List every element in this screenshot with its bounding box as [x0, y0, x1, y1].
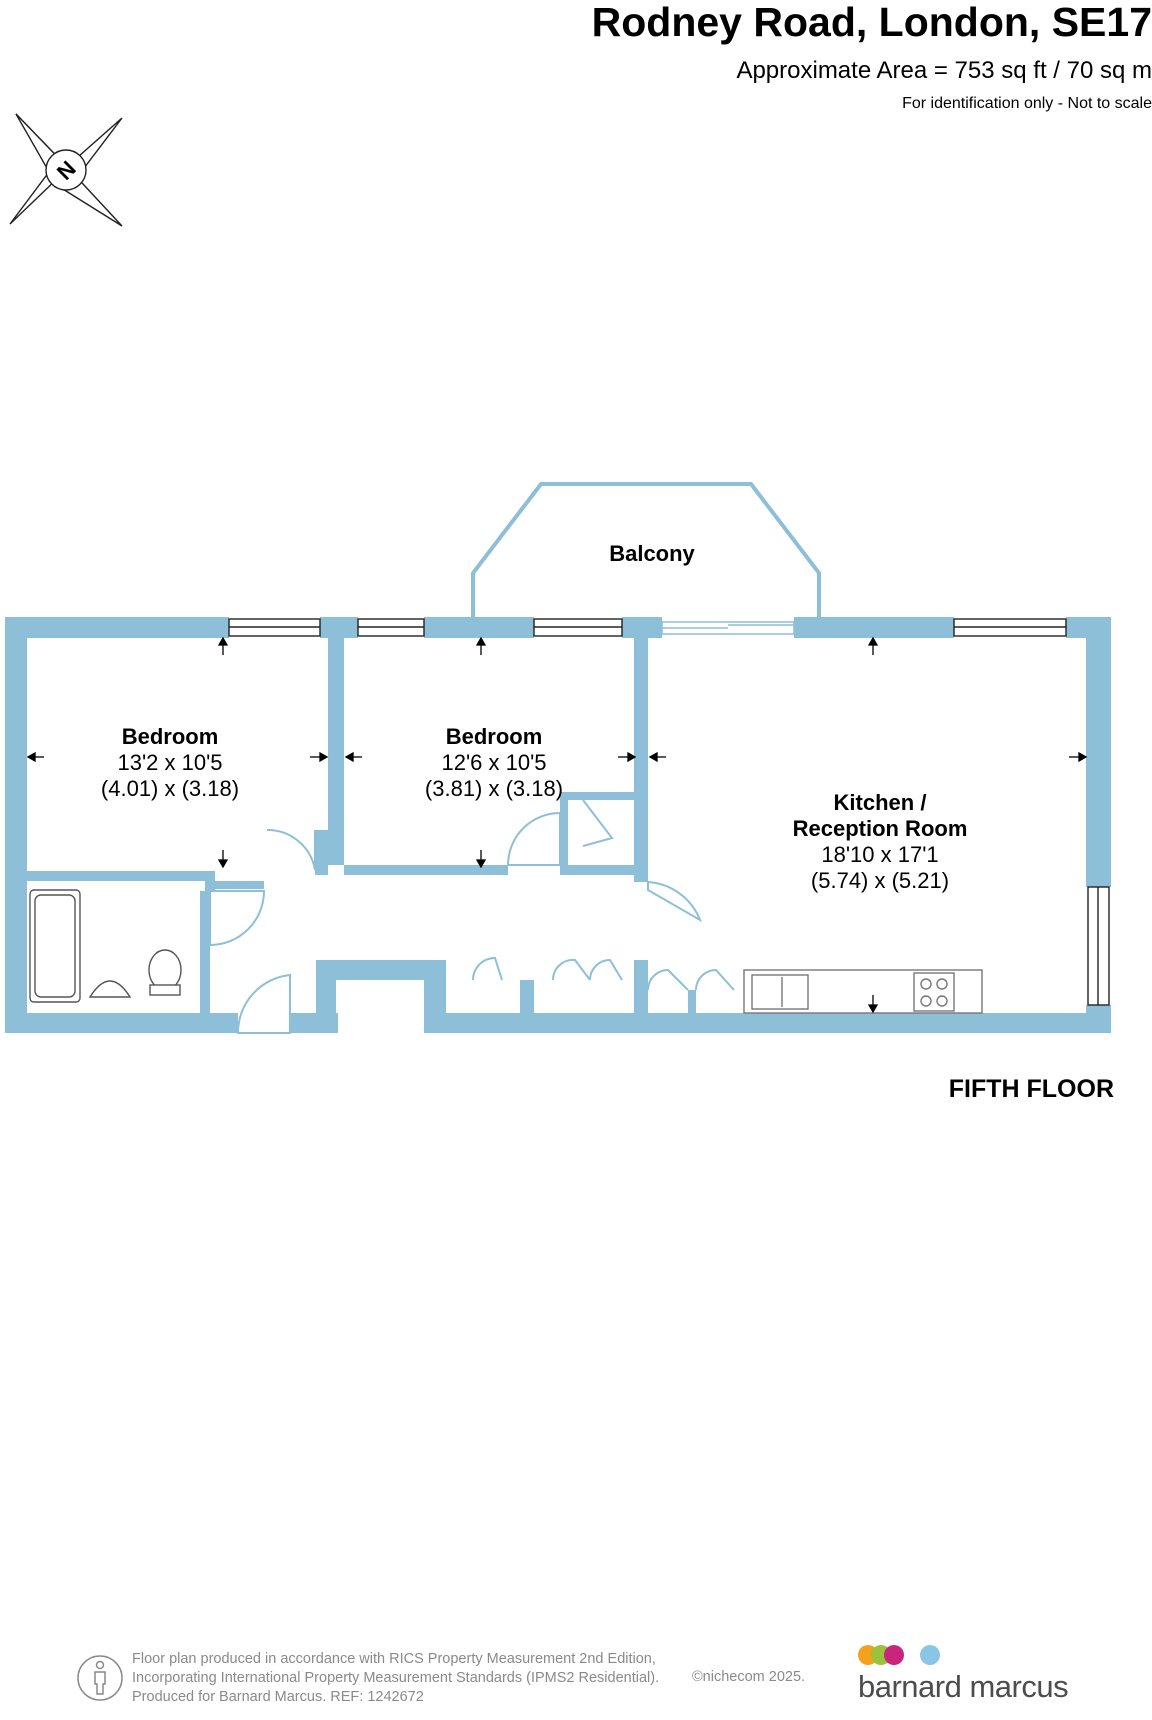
bathroom-fittings: [29, 889, 182, 1003]
property-title: Rodney Road, London, SE17: [591, 0, 1152, 45]
room-label-kitchen-reception: Kitchen / Reception Room 18'10 x 17'1 (5…: [760, 790, 1000, 894]
room-dimension-metric: (3.81) x (3.18): [424, 776, 564, 801]
outer-walls: [5, 617, 1111, 1033]
brand-name: barnard marcus: [858, 1669, 1069, 1704]
header: Rodney Road, London, SE17 Approximate Ar…: [0, 0, 1152, 120]
floor-plan: Balcony Bedroom 13'2 x 10'5 (4.01) x (3.…: [0, 470, 1152, 1130]
measurement-arrows: [26, 636, 1088, 1014]
balcony-outline: [471, 482, 821, 620]
footer-notes: Floor plan produced in accordance with R…: [132, 1650, 659, 1707]
room-label-bedroom-2: Bedroom 12'6 x 10'5 (3.81) x (3.18): [404, 724, 584, 802]
footer: Floor plan produced in accordance with R…: [0, 1640, 1152, 1720]
hob: [913, 972, 955, 1012]
compass-rose-icon: N: [8, 112, 124, 228]
basin: [88, 980, 132, 998]
room-name: Balcony: [609, 541, 695, 566]
room-name: Bedroom: [445, 724, 543, 749]
room-label-bedroom-1: Bedroom 13'2 x 10'5 (4.01) x (3.18): [80, 724, 260, 802]
brand-dots: [858, 1645, 948, 1667]
cupboard-doors: [472, 956, 735, 991]
windows: [228, 618, 1110, 1006]
floor-label: FIFTH FLOOR: [948, 1075, 1114, 1103]
room-name-line2: Reception Room: [792, 816, 968, 841]
scale-disclaimer: For identification only - Not to scale: [902, 95, 1152, 112]
room-dimension-imperial: 18'10 x 17'1: [821, 842, 939, 867]
room-dimension-metric: (4.01) x (3.18): [100, 776, 240, 801]
room-dimension-metric: (5.74) x (5.21): [810, 868, 950, 893]
brand-dot: [920, 1645, 940, 1665]
room-dimension-imperial: 13'2 x 10'5: [117, 750, 223, 775]
brand-dot: [884, 1645, 904, 1665]
room-dimension-imperial: 12'6 x 10'5: [441, 750, 547, 775]
brand-logo: barnard marcus: [858, 1645, 1078, 1705]
person-icon: [76, 1654, 124, 1702]
room-name-line1: Kitchen /: [833, 790, 927, 815]
door-swings: [209, 799, 702, 1034]
footer-line-3: Produced for Barnard Marcus. REF: 124267…: [132, 1689, 424, 1705]
room-label-balcony: Balcony: [602, 541, 702, 567]
compass-svg: N: [9, 113, 123, 227]
footer-line-2: Incorporating International Property Mea…: [132, 1670, 660, 1686]
toilet: [148, 949, 182, 991]
footer-line-1: Floor plan produced in accordance with R…: [132, 1651, 656, 1667]
room-name: Bedroom: [121, 724, 219, 749]
kitchen-worktop: [743, 969, 983, 1014]
balcony-door: [661, 621, 795, 635]
approximate-area: Approximate Area = 753 sq ft / 70 sq m: [736, 57, 1152, 84]
copyright: ©nichecom 2025.: [692, 1669, 806, 1685]
kitchen-sink: [751, 974, 809, 1010]
floor-plan-drawing: [5, 482, 1111, 1034]
